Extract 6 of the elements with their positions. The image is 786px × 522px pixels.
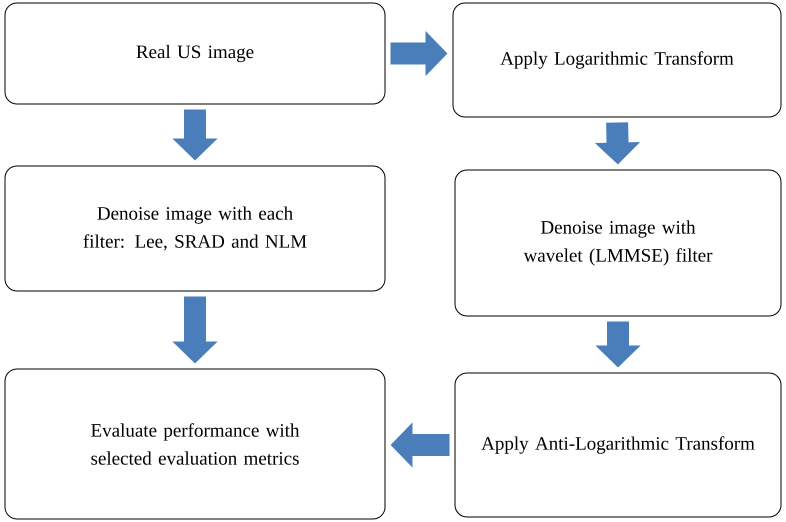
process-box: Apply Anti-Logarithmic Transform: [454, 372, 782, 518]
process-box: Evaluate performance with selected evaluation metrics: [4, 368, 386, 520]
process-box: Denoise image with each filter: Lee, SRAD and NLM: [4, 166, 386, 292]
process-box: Apply Logarithmic Transform: [452, 2, 782, 118]
process-box: Real US image: [4, 2, 386, 104]
process-box: Denoise image with wavelet (LMMSE) filter: [454, 170, 782, 316]
